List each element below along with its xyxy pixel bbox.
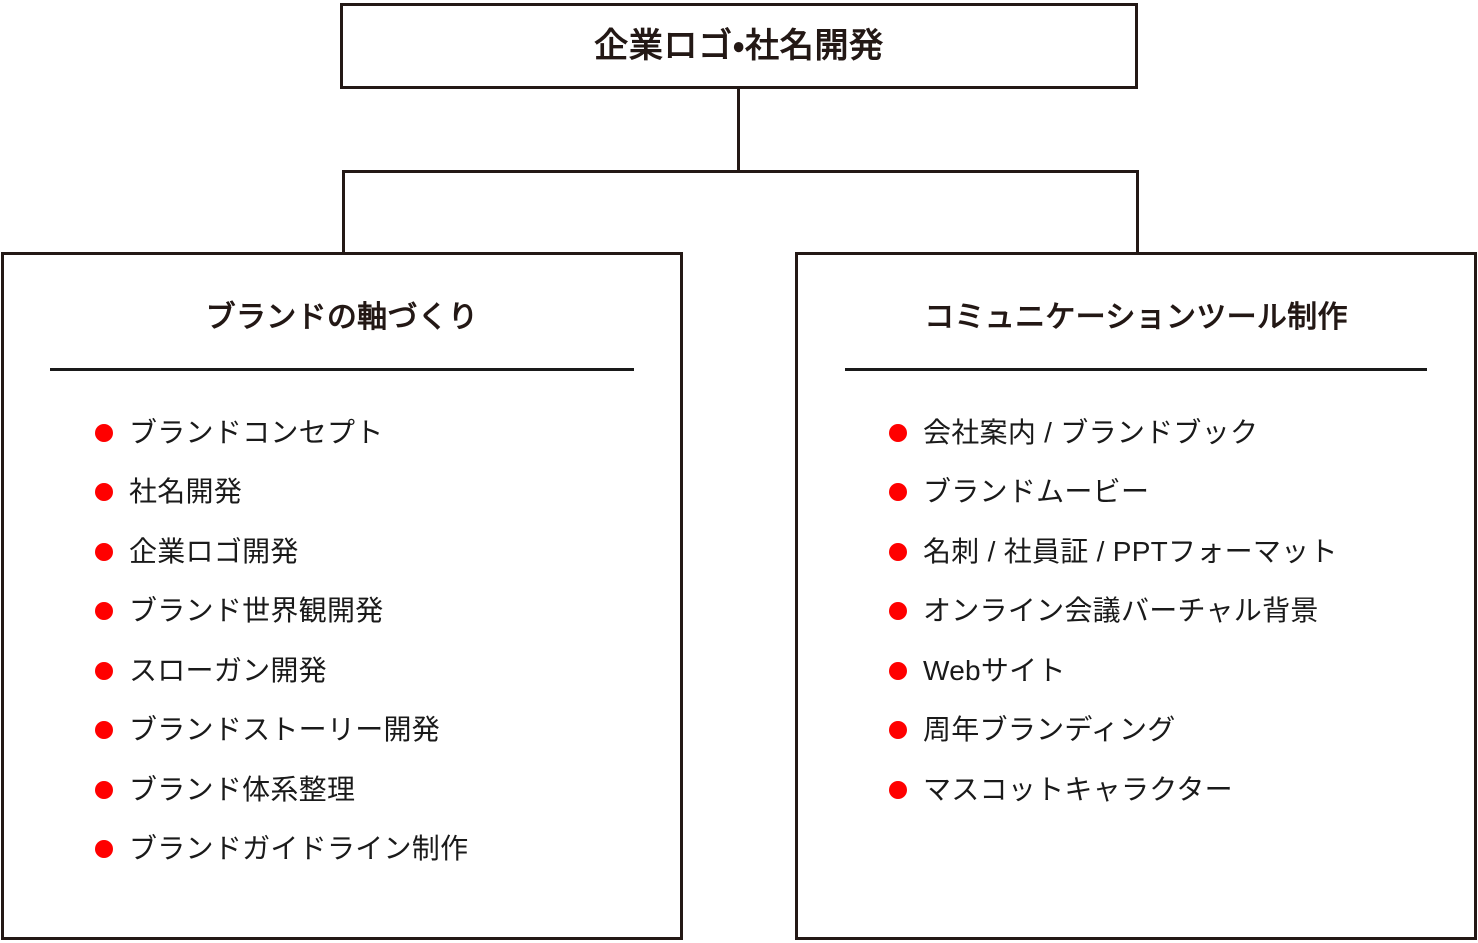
list-item: ブランドコンセプト xyxy=(95,403,680,463)
bullet-icon xyxy=(889,542,907,561)
list-item: 名刺 / 社員証 / PPTフォーマット xyxy=(889,522,1474,582)
list-item-label: 会社案内 / ブランドブック xyxy=(923,416,1259,448)
bullet-icon xyxy=(95,423,113,442)
list-item: Webサイト xyxy=(889,641,1474,701)
connector-root-stem xyxy=(737,89,740,173)
bullet-icon xyxy=(95,483,113,502)
list-item-label: ブランドムービー xyxy=(923,476,1150,508)
branch-left-title: ブランドの軸づくり xyxy=(205,301,479,334)
list-item: ブランド世界観開発 xyxy=(95,582,680,642)
connector-horizontal-bus xyxy=(342,170,1139,173)
root-node: 企業ロゴ・社名開発 xyxy=(340,3,1138,89)
bullet-icon xyxy=(889,780,907,799)
list-item: マスコットキャラクター xyxy=(889,760,1474,820)
list-item-label: 名刺 / 社員証 / PPTフォーマット xyxy=(923,535,1338,567)
bullet-icon xyxy=(95,721,113,740)
branch-left-item-list: ブランドコンセプト 社名開発 企業ロゴ開発 ブランド世界観開発 スローガン開発 … xyxy=(95,403,680,879)
branch-node-left: ブランドの軸づくり ブランドコンセプト 社名開発 企業ロゴ開発 ブランド世界観開… xyxy=(1,252,683,940)
list-item: スローガン開発 xyxy=(95,641,680,701)
list-item-label: 周年ブランディング xyxy=(923,714,1176,746)
list-item-label: ブランド体系整理 xyxy=(129,773,356,805)
connector-drop-right xyxy=(1136,170,1139,254)
bullet-icon xyxy=(889,483,907,502)
branch-right-divider xyxy=(845,368,1427,371)
branch-right-title: コミュニケーションツール制作 xyxy=(924,301,1348,334)
bullet-icon xyxy=(889,602,907,621)
bullet-icon xyxy=(95,840,113,859)
bullet-icon xyxy=(95,602,113,621)
list-item-label: スローガン開発 xyxy=(129,654,327,686)
list-item: ブランド体系整理 xyxy=(95,760,680,820)
list-item: 企業ロゴ開発 xyxy=(95,522,680,582)
branch-right-item-list: 会社案内 / ブランドブック ブランドムービー 名刺 / 社員証 / PPTフォ… xyxy=(889,403,1474,820)
list-item-label: ブランド世界観開発 xyxy=(129,595,384,627)
list-item-label: ブランドストーリー開発 xyxy=(129,714,441,746)
list-item: オンライン会議バーチャル背景 xyxy=(889,582,1474,642)
bullet-icon xyxy=(889,423,907,442)
list-item-label: マスコットキャラクター xyxy=(923,773,1233,805)
list-item-label: Webサイト xyxy=(923,654,1066,686)
list-item-label: 社名開発 xyxy=(129,476,243,508)
list-item: 社名開発 xyxy=(95,463,680,523)
bullet-icon xyxy=(889,721,907,740)
connector-drop-left xyxy=(342,170,345,254)
list-item: 会社案内 / ブランドブック xyxy=(889,403,1474,463)
bullet-icon xyxy=(889,661,907,680)
root-node-title: 企業ロゴ・社名開発 xyxy=(594,27,884,65)
bullet-icon xyxy=(95,661,113,680)
list-item: ブランドストーリー開発 xyxy=(95,701,680,761)
list-item: ブランドムービー xyxy=(889,463,1474,523)
list-item: 周年ブランディング xyxy=(889,701,1474,761)
bullet-icon xyxy=(95,780,113,799)
branch-left-divider xyxy=(50,368,634,371)
list-item: ブランドガイドライン制作 xyxy=(95,820,680,880)
bullet-icon xyxy=(95,542,113,561)
branch-node-right: コミュニケーションツール制作 会社案内 / ブランドブック ブランドムービー 名… xyxy=(795,252,1477,940)
list-item-label: オンライン会議バーチャル背景 xyxy=(923,595,1319,627)
list-item-label: ブランドガイドライン制作 xyxy=(129,833,469,865)
list-item-label: ブランドコンセプト xyxy=(129,416,384,448)
list-item-label: 企業ロゴ開発 xyxy=(129,535,299,567)
